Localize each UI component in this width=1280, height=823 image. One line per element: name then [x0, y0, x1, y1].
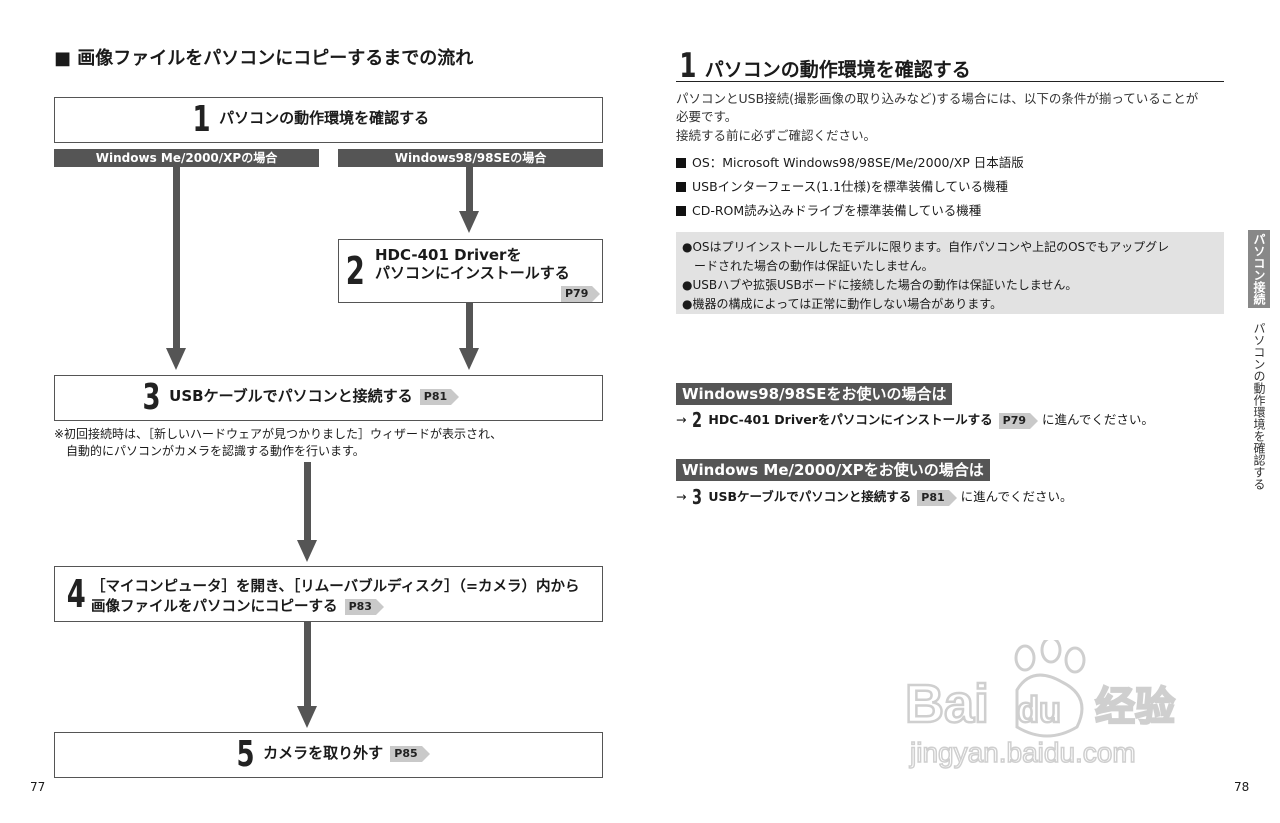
arrow-me-to-step3 — [173, 167, 180, 350]
side-chapter-title: パソコンの動作環境を確認する — [1252, 322, 1266, 490]
step2-line2: パソコンにインストールする — [375, 264, 570, 282]
win98-instruction: → 2 HDC-401 Driverをパソコンにインストールする P79 に進ん… — [676, 408, 1154, 432]
bullet-square-icon — [676, 206, 686, 216]
caution-note: ●USBハブや拡張USBボードに接続した場合の動作は保証いたしません。 — [682, 278, 1078, 292]
arrow-me-to-step3-head — [166, 348, 186, 370]
winme-step-number: 3 — [692, 485, 703, 509]
connection-note-line1: ※初回接続時は、［新しいハードウェアが見つかりました］ウィザードが表示され、 — [54, 427, 503, 441]
step5-number: 5 — [236, 734, 255, 775]
step2-line1: HDC-401 Driverを — [375, 246, 522, 264]
step3-number: 3 — [142, 377, 161, 418]
winme-page-ref[interactable]: P81 — [917, 489, 958, 506]
arrow-step2-to-step3 — [466, 303, 473, 350]
caution-notes: ●OSはプリインストールしたモデルに限ります。自作パソコンや上記のOSでもアップ… — [676, 232, 1224, 314]
step2-box: 2 HDC-401 Driverを パソコンにインストールする P79 — [338, 239, 603, 303]
right-title-text: パソコンの動作環境を確認する — [704, 59, 971, 81]
svg-text:Bai: Bai — [905, 674, 989, 734]
winme-link[interactable]: USBケーブルでパソコンと接続する — [708, 489, 912, 504]
connection-note-line2: 自動的にパソコンがカメラを認識する動作を行います。 — [66, 444, 365, 458]
bullet-square-icon — [676, 158, 686, 168]
win98-page-ref[interactable]: P79 — [998, 412, 1039, 429]
step4-line1: ［マイコンピュータ］を開き、［リムーバブルディスク］（=カメラ）内から — [91, 579, 580, 595]
arrow-98-to-step2-head — [459, 211, 479, 233]
caution-note: ードされた場合の動作は保証いたしません。 — [682, 259, 934, 273]
requirement-cdrom: CD-ROM読み込みドライブを標準装備している機種 — [676, 200, 981, 219]
arrow-step3-to-step4-head — [297, 540, 317, 562]
win98-tail: に進んでください。 — [1042, 412, 1154, 427]
winme-instruction: → 3 USBケーブルでパソコンと接続する P81 に進んでください。 — [676, 485, 1073, 509]
arrow-right-icon: → — [676, 412, 687, 427]
svg-text:du: du — [1017, 689, 1061, 730]
step3-box: 3 USBケーブルでパソコンと接続する P81 — [54, 375, 603, 421]
branch-98-label: Windows98/98SEの場合 — [338, 149, 603, 167]
step3-title: USBケーブルでパソコンと接続する — [169, 387, 413, 405]
bullet-square-icon — [676, 182, 686, 192]
requirement-os: OS：Microsoft Windows98/98SE/Me/2000/XP 日… — [676, 152, 1024, 171]
svg-text:经验: 经验 — [1095, 684, 1175, 730]
page-number-left: 77 — [30, 780, 46, 794]
intro-line1: パソコンとUSB接続(撮影画像の取り込みなど)する場合には、以下の条件が揃ってい… — [676, 91, 1199, 106]
arrow-step2-to-step3-head — [459, 348, 479, 370]
caution-note: ●OSはプリインストールしたモデルに限ります。自作パソコンや上記のOSでもアップ… — [682, 240, 1170, 254]
winme-heading: Windows Me/2000/XPをお使いの場合は — [676, 459, 990, 481]
requirement-usb: USBインターフェース(1.1仕様)を標準装備している機種 — [676, 176, 1008, 195]
step5-box: 5 カメラを取り外す P85 — [54, 732, 603, 778]
step2-page-ref[interactable]: P79 — [561, 285, 601, 302]
caution-note: ●機器の構成によっては正常に動作しない場合があります。 — [682, 297, 1003, 311]
step4-number: 4 — [66, 572, 86, 616]
arrow-step4-to-step5 — [304, 622, 311, 708]
win98-step-number: 2 — [692, 408, 703, 432]
step4-box: 4 ［マイコンピュータ］を開き、［リムーバブルディスク］（=カメラ）内から 画像… — [54, 566, 603, 622]
win98-link[interactable]: HDC-401 Driverをパソコンにインストールする — [708, 412, 993, 427]
step4-line2: 画像ファイルをパソコンにコピーする — [91, 599, 338, 615]
step4-page-ref[interactable]: P83 — [344, 598, 385, 615]
right-title-number: 1 — [679, 46, 697, 86]
step3-page-ref[interactable]: P81 — [419, 388, 460, 405]
step5-title: カメラを取り外す — [263, 744, 384, 762]
step2-number: 2 — [345, 249, 365, 293]
flow-heading: ■ 画像ファイルをパソコンにコピーするまでの流れ — [54, 48, 474, 69]
baidu-watermark-logo: Bai du 经验 jingyan.baidu.com — [905, 640, 1176, 769]
right-section-title: 1 パソコンの動作環境を確認する — [676, 46, 1224, 86]
step1-title: パソコンの動作環境を確認する — [219, 109, 430, 127]
win98-heading: Windows98/98SEをお使いの場合は — [676, 383, 953, 405]
step1-number: 1 — [192, 99, 211, 140]
step1-box: 1 パソコンの動作環境を確認する — [54, 97, 603, 143]
arrow-step3-to-step4 — [304, 462, 311, 542]
branch-me-label: Windows Me/2000/XPの場合 — [54, 149, 319, 167]
side-tab-pc-connection[interactable]: パソコン接続編 — [1230, 230, 1270, 308]
winme-tail: に進んでください。 — [960, 489, 1073, 504]
svg-text:jingyan.baidu.com: jingyan.baidu.com — [909, 737, 1136, 768]
arrow-right-icon: → — [676, 489, 687, 504]
intro-line3: 接続する前に必ずご確認ください。 — [676, 128, 877, 143]
intro-line2: 必要です。 — [676, 109, 738, 124]
arrow-step4-to-step5-head — [297, 706, 317, 728]
arrow-98-to-step2 — [466, 167, 473, 213]
page-number-right: 78 — [1234, 780, 1250, 794]
step5-page-ref[interactable]: P85 — [390, 745, 431, 762]
